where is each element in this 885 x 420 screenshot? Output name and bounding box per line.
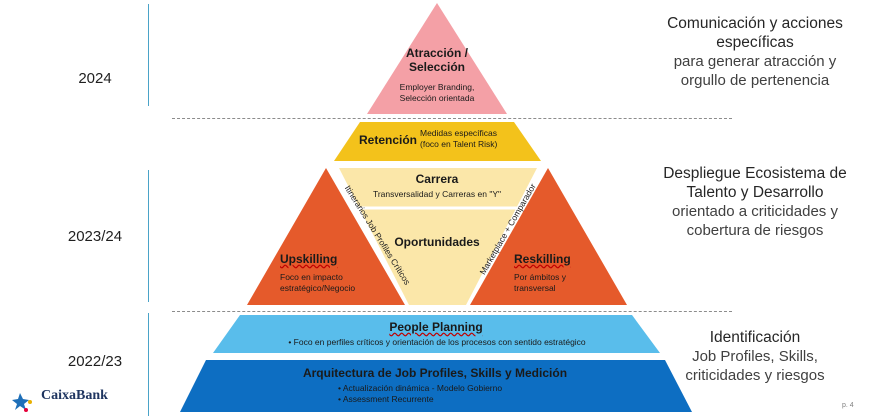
arquitectura-bullet: Actualización dinámica - Modelo Gobierno xyxy=(338,383,558,394)
retencion-sub-line1: Medidas específicas xyxy=(420,128,498,138)
reskilling-title: Reskilling xyxy=(514,252,571,266)
right-block-despliegue: Despliegue Ecosistema de Talento y Desar… xyxy=(655,164,855,240)
timeline-rule-3 xyxy=(148,313,149,416)
year-label-2024: 2024 xyxy=(78,70,112,87)
atraccion-sub-line2: Selección orientada xyxy=(399,93,475,103)
retencion-sub-line2: (foco en Talent Risk) xyxy=(420,139,498,149)
right-block-identificacion: Identificación Job Profiles, Skills, cri… xyxy=(655,328,855,385)
carrera-sub: Transversalidad y Carreras en "Y" xyxy=(372,189,502,199)
atraccion-title-line1: Atracción / xyxy=(405,46,468,60)
reskilling-label: Reskilling Por ámbitos y transversal xyxy=(514,252,594,294)
people-planning-title-text: People Planning xyxy=(389,320,483,334)
upskilling-triangle xyxy=(247,168,405,305)
atraccion-triangle xyxy=(367,3,507,114)
people-planning-bullet: Foco en perfiles críticos y orientación … xyxy=(262,337,612,348)
people-planning-bullets: Foco en perfiles críticos y orientación … xyxy=(262,337,612,348)
year-label-2022-23: 2022/23 xyxy=(67,353,123,370)
timeline-rule-2 xyxy=(148,170,149,302)
right-block-heading: Despliegue Ecosistema de Talento y Desar… xyxy=(663,165,847,201)
right-block-sub: Job Profiles, Skills, criticidades y rie… xyxy=(685,348,825,384)
atraccion-title-line2: Selección xyxy=(408,60,466,74)
carrera-title: Carrera xyxy=(415,172,459,186)
upskilling-sub-line2: estratégico/Negocio xyxy=(280,283,356,293)
upskilling-title: Upskilling xyxy=(280,252,338,266)
people-planning-title: People Planning xyxy=(338,320,534,334)
year-label-2023-24: 2023/24 xyxy=(67,228,123,245)
arquitectura-bullets: Actualización dinámica - Modelo Gobierno… xyxy=(338,383,558,405)
reskilling-sub-line2: transversal xyxy=(514,283,556,293)
retencion-title: Retención xyxy=(358,133,417,147)
arquitectura-title: Arquitectura de Job Profiles, Skills y M… xyxy=(302,366,568,380)
right-block-heading: Identificación xyxy=(709,329,801,346)
arquitectura-bullet: Assessment Recurrente xyxy=(338,394,558,405)
upskilling-sub-line1: Foco en impacto xyxy=(280,272,343,282)
retencion-sub: Medidas específicas (foco en Talent Risk… xyxy=(420,128,520,150)
retencion-band xyxy=(334,122,541,161)
right-block-comunicacion: Comunicación y acciones específicas para… xyxy=(655,14,855,90)
reskilling-sub-line1: Por ámbitos y xyxy=(514,272,566,282)
caixabank-star-icon xyxy=(12,393,32,412)
atraccion-sub-line1: Employer Branding, xyxy=(399,82,475,92)
dashed-separator-2 xyxy=(172,311,732,312)
right-block-sub: orientado a criticidades y cobertura de … xyxy=(672,203,838,239)
right-block-heading: Comunicación y acciones específicas xyxy=(667,15,843,51)
reskilling-triangle xyxy=(470,168,627,305)
timeline-rule-1 xyxy=(148,4,149,106)
caixabank-logo: CaixaBank xyxy=(24,388,108,404)
right-block-sub: para generar atracción y orgullo de pert… xyxy=(673,53,837,89)
dashed-separator-1 xyxy=(172,118,732,119)
atraccion-label: Atracción / Selección Employer Branding,… xyxy=(380,46,494,104)
logo-text: CaixaBank xyxy=(41,388,108,403)
page-number: p. 4 xyxy=(842,402,854,409)
upskilling-label: Upskilling Foco en impacto estratégico/N… xyxy=(280,252,372,294)
carrera-oportunidades-shape xyxy=(339,168,537,305)
oportunidades-title: Oportunidades xyxy=(394,235,480,249)
